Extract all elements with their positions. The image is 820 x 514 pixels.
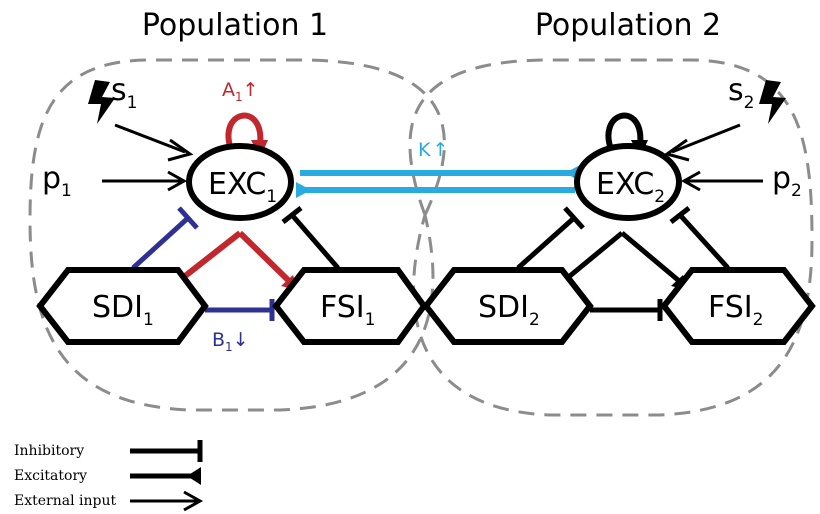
sdi-2-label: SDI2 xyxy=(478,290,540,330)
sdi-2-to-exc-2 xyxy=(516,216,576,270)
exc-2-node xyxy=(574,143,682,221)
sdi-2-to-exc-2-bar xyxy=(563,206,585,230)
sdi-2-node xyxy=(422,267,594,345)
s-1-input-arrow xyxy=(114,123,186,154)
fsi-2-node xyxy=(660,267,816,345)
fsi-1-label: FSI1 xyxy=(320,290,375,330)
s-1-label: s1 xyxy=(111,73,137,113)
sdi-1-to-exc-1-bar xyxy=(177,206,199,230)
exc-1-to-fsi-1 xyxy=(237,230,291,283)
legend-excitatory-symbol-head xyxy=(187,467,201,485)
population-2-boundary xyxy=(408,58,814,417)
exc-1-node xyxy=(186,143,294,221)
exc-2-to-exc-1-coupling-head xyxy=(296,182,311,198)
s-1-input-arrow-head xyxy=(167,138,194,162)
s-2-label: s2 xyxy=(728,73,754,113)
lightning-bolt-icon xyxy=(759,80,786,124)
legend-inhibitory-label: Inhibitory xyxy=(14,443,84,459)
exc-1-label: EXC1 xyxy=(208,167,277,207)
sdi-1-node xyxy=(36,267,209,345)
legend-external-input-symbol-head xyxy=(183,490,204,512)
b-1-parameter-label: B1↓ xyxy=(212,329,249,354)
exc-2-to-fsi-2 xyxy=(620,231,680,282)
exc-2-label: EXC2 xyxy=(596,167,665,207)
a-1-parameter-label: A1↑ xyxy=(222,79,259,104)
k-parameter-label: K↑ xyxy=(418,139,448,161)
p-2-input-arrow-head xyxy=(680,170,701,192)
s-2-input-arrow-head xyxy=(663,138,690,162)
s-2-input-arrow xyxy=(671,123,741,154)
exc-1-self-excitation xyxy=(225,112,264,154)
population-2-title: Population 2 xyxy=(535,8,721,43)
fsi-2-label: FSI2 xyxy=(708,290,763,330)
p-1-label: p1 xyxy=(42,161,72,201)
fsi-2-to-exc-2-bar xyxy=(669,206,691,224)
exc-1-to-sdi-1 xyxy=(178,230,242,283)
lightning-bolt-icon xyxy=(88,80,115,124)
fsi-1-to-exc-1 xyxy=(290,213,340,270)
sdi-1-to-exc-1 xyxy=(131,216,190,270)
p-1-input-arrow-head xyxy=(167,170,188,192)
p-2-label: p2 xyxy=(772,161,802,201)
exc-2-self-excitation xyxy=(605,112,644,154)
legend-excitatory-label: Excitatory xyxy=(14,468,87,484)
sdi-1-label: SDI1 xyxy=(92,290,154,330)
population-1-title: Population 1 xyxy=(142,8,328,43)
population-1-boundary xyxy=(28,58,446,412)
fsi-2-to-exc-2 xyxy=(678,213,730,270)
legend-external-input-label: External input xyxy=(14,493,116,509)
exc-2-to-sdi-2 xyxy=(563,231,624,282)
fsi-1-to-exc-1-bar xyxy=(281,206,303,224)
